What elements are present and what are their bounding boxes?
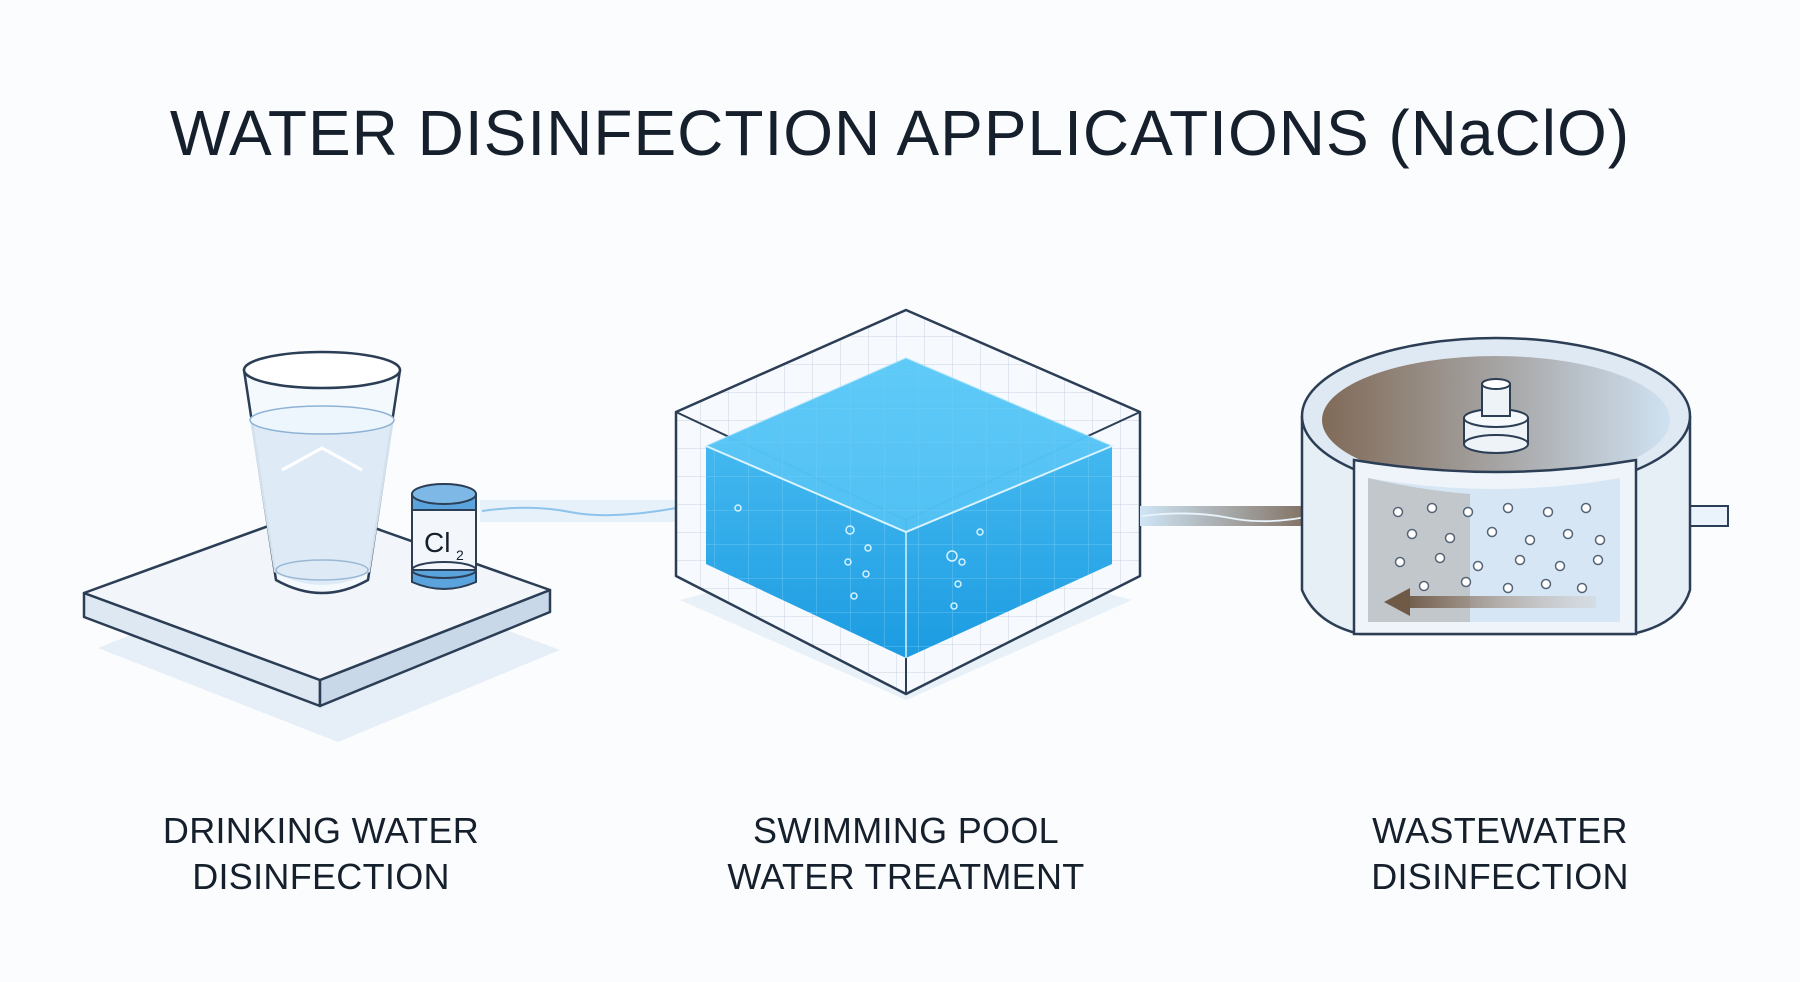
wastewater-illustration [1300, 336, 1729, 636]
page-title: WATER DISINFECTION APPLICATIONS (NaClO) [169, 97, 1631, 169]
particles-icon [1392, 502, 1606, 594]
caption-line-2: WATER TREATMENT [727, 856, 1085, 897]
chlorine-subscript: 2 [456, 547, 464, 563]
wastewater-tank-icon [1300, 336, 1692, 636]
flow-arrow-icon [1384, 588, 1596, 616]
feed-pipe-icon [480, 500, 677, 522]
swimming-pool-illustration [674, 308, 1330, 700]
caption-drinking-water: DRINKING WATER DISINFECTION [111, 808, 531, 900]
caption-line-1: WASTEWATER [1372, 810, 1628, 851]
caption-wastewater: WASTEWATER DISINFECTION [1290, 808, 1710, 900]
chlorine-canister-icon: Cl 2 [411, 483, 477, 590]
center-stirrer-icon [1463, 378, 1529, 454]
chlorine-label: Cl [424, 527, 450, 558]
drinking-water-illustration: Cl 2 [82, 350, 677, 742]
caption-line-2: DISINFECTION [1371, 856, 1629, 897]
pool-water-icon [704, 357, 1114, 658]
caption-swimming-pool: SWIMMING POOL WATER TREATMENT [696, 808, 1116, 900]
drinking-glass-icon [242, 350, 402, 595]
caption-line-1: DRINKING WATER [162, 810, 480, 851]
caption-line-1: SWIMMING POOL [753, 810, 1059, 851]
caption-line-2: DISINFECTION [192, 856, 450, 897]
